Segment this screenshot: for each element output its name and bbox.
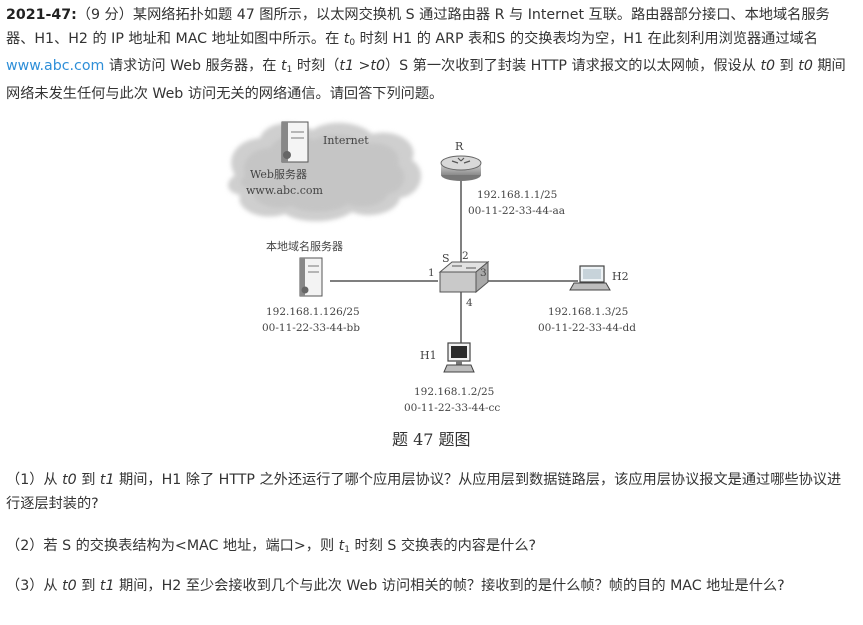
router-ip: 192.168.1.1/25 [477,189,557,201]
question-3: （3）从 t0 到 t1 期间，H2 至少会接收到几个与此次 Web 访问相关的… [6,575,854,599]
problem-intro: 2021-47:（9 分）某网络拓扑如题 47 图所示，以太网交换机 S 通过路… [6,4,854,106]
dns-server-icon [299,257,323,297]
dns-ip: 192.168.1.126/25 [266,306,360,318]
h2-ip: 192.168.1.3/25 [548,306,628,318]
time-t0: t0 [62,472,77,488]
h2-name: H2 [612,270,629,283]
h1-mac: 00-11-22-33-44-cc [404,402,500,414]
switch-name: S [442,252,450,265]
time-t1: t1 [99,578,115,594]
router-mac: 00-11-22-33-44-aa [468,205,565,217]
switch-port-1: 1 [428,267,435,279]
intro-text: 时刻 H1 的 ARP 表和S 的交换表均为空，H1 在此刻利用浏览器通过域名 [355,30,818,47]
dns-mac: 00-11-22-33-44-bb [262,322,360,334]
web-server-label: Web服务器 [250,168,307,181]
range-end: t0 [798,58,813,74]
intro-text: （9 分）某网络拓扑如题 47 图所示，以太网交换机 S 通过路由器 R 与 I… [6,7,830,47]
question-1: （1）从 t0 到 t1 期间，H1 除了 HTTP 之外还运行了哪个应用层协议… [6,469,854,516]
question-text: 期间，H2 至少会接收到几个与此次 Web 访问相关的帧？接收到的是什么帧？帧的… [114,578,785,594]
web-server-icon [281,121,309,163]
intro-text: 时刻（ [292,58,340,74]
dns-label: 本地域名服务器 [266,239,343,253]
question-text: （3）从 [6,578,63,594]
t1-symbol: t [281,58,287,74]
question-text: 时刻 S 交换表的内容是什么? [349,538,537,554]
web-server-domain: www.abc.com [246,184,323,197]
question-2: （2）若 S 的交换表结构为<MAC 地址，端口>，则 t1 时刻 S 交换表的… [6,535,854,563]
t0-symbol: t [343,30,350,47]
internet-label: Internet [323,134,369,147]
question-text: （2）若 S 的交换表结构为<MAC 地址，端口>，则 [6,538,339,554]
question-text: （1）从 [6,472,63,488]
intro-text: 到 [775,58,799,74]
h1-ip: 192.168.1.2/25 [414,386,494,398]
question-text: 期间，H1 除了 HTTP 之外还运行了哪个应用层协议？从应用层到数据链路层，该… [6,472,842,512]
switch-port-2: 2 [462,250,469,262]
router-icon [440,155,482,181]
t0-subscript: 0 [349,37,356,48]
range-start: t0 [760,58,776,74]
switch-port-4: 4 [466,297,473,309]
time-condition: t1 >t0 [339,58,385,74]
switch-port-3: 3 [480,267,487,279]
internet-cloud [228,122,422,222]
switch-icon [438,260,490,294]
problem-label: 2021-47: [6,7,77,23]
intro-text: 期间网络未发生任何与此次 Web 访问无关的网络通信。请回答下列问题。 [6,58,846,102]
question-text: 到 [76,578,100,594]
time-t1: t1 [99,472,115,488]
time-t1-symbol: t [338,538,345,554]
laptop-icon-h2 [569,265,611,291]
intro-text: 请求访问 Web 服务器，在 [104,58,281,74]
h1-name: H1 [420,349,437,362]
h2-mac: 00-11-22-33-44-dd [538,322,636,334]
t1-subscript: 1 [286,65,293,75]
domain-link[interactable]: www.abc.com [6,58,105,74]
desktop-icon-h1 [443,342,475,373]
time-t0: t0 [62,578,77,594]
time-t1-subscript: 1 [344,545,350,555]
intro-text: ）S 第一次收到了封装 HTTP 请求报文的以太网帧，假设从 [384,58,761,74]
question-text: 到 [76,472,100,488]
figure-caption: 题 47 题图 [392,430,471,449]
router-name: R [455,140,464,153]
